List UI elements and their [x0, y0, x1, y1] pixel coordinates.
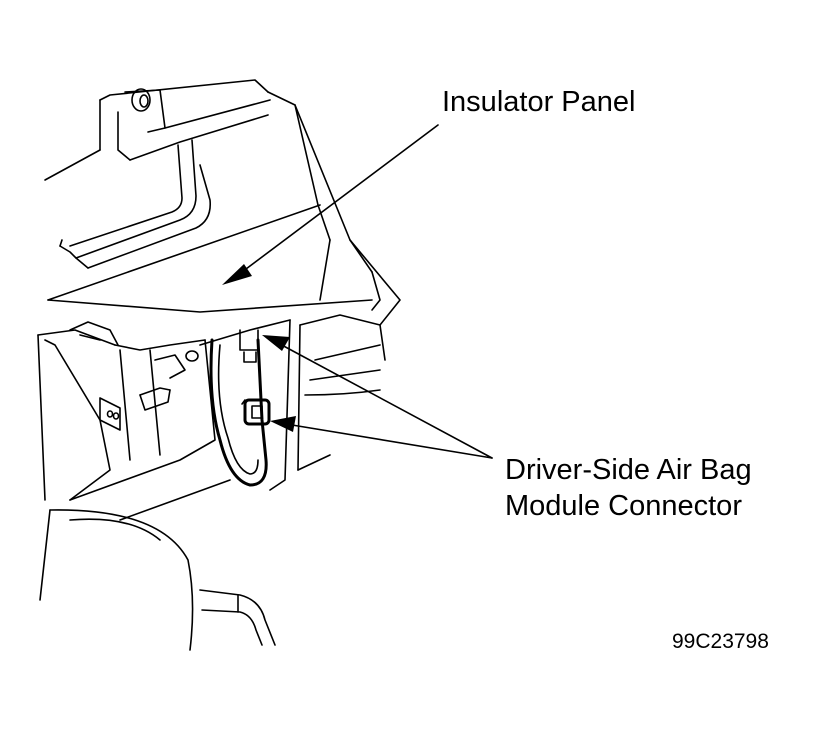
- airbag-connector-label-line1: Driver-Side Air Bag: [505, 454, 752, 486]
- insulator-panel-label: Insulator Panel: [442, 86, 636, 118]
- airbag-connector-label: Driver-Side Air Bag Module Connector: [505, 452, 752, 524]
- steering-wheel-outline: [39, 509, 276, 651]
- arrowhead-connector-upper: [262, 335, 290, 351]
- arrowhead-insulator: [222, 264, 252, 285]
- dashboard-outline: [44, 79, 401, 326]
- arrowhead-connector-lower: [270, 416, 296, 432]
- airbag-connector-label-line2: Module Connector: [505, 490, 742, 522]
- leader-arrows: [222, 124, 493, 459]
- figure-code: 99C23798: [672, 630, 769, 653]
- lower-structure: [37, 314, 386, 521]
